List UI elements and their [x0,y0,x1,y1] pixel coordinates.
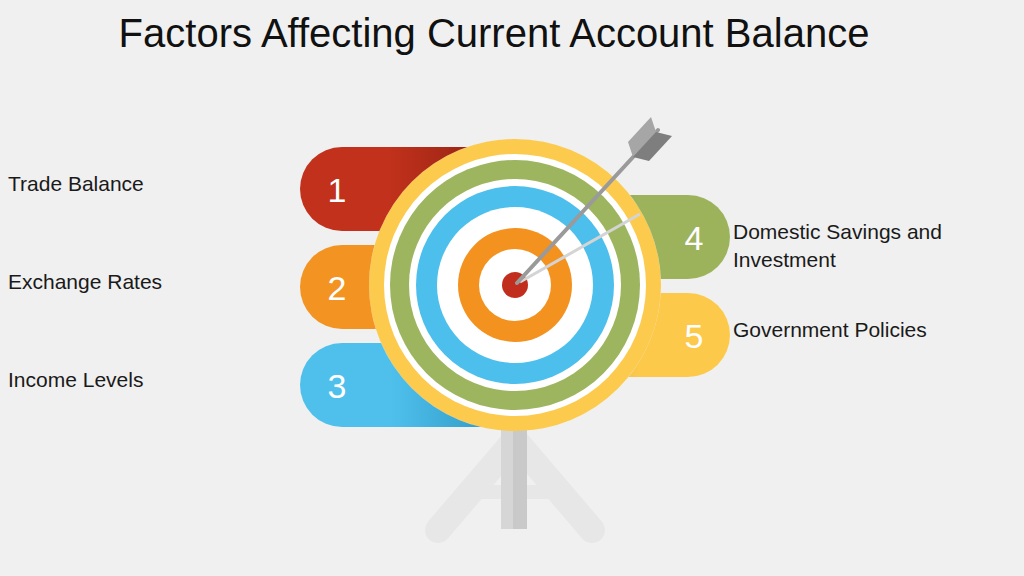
stand-post-highlight [501,425,513,529]
factor-tab: 2Exchange Rates [300,245,500,329]
tab-fill [530,195,730,279]
factor-tab: 3Income Levels [300,343,500,427]
tab-fill [300,147,500,231]
factor-tab: 4Domestic Savings and Investment [530,195,730,279]
callout-number: 5 [674,319,714,353]
tab-fill [300,343,500,427]
callout-number: 3 [317,369,357,403]
factor-label: Government Policies [733,316,983,343]
factor-label: Exchange Rates [8,268,288,295]
factor-label: Income Levels [8,366,288,393]
tab-fill [300,245,500,329]
factor-tab: 1Trade Balance [300,147,500,231]
callout-number: 2 [317,271,357,305]
factor-label: Trade Balance [8,170,288,197]
tripod-stand [438,425,592,530]
callout-number: 4 [674,221,714,255]
stand-post [501,425,527,529]
arrow-fletching [633,132,672,161]
diagram-title: Factors Affecting Current Account Balanc… [0,10,988,56]
factor-label: Domestic Savings and Investment [733,218,983,273]
tab-fill [530,293,730,377]
factor-tab: 5Government Policies [530,293,730,377]
callout-number: 1 [317,173,357,207]
